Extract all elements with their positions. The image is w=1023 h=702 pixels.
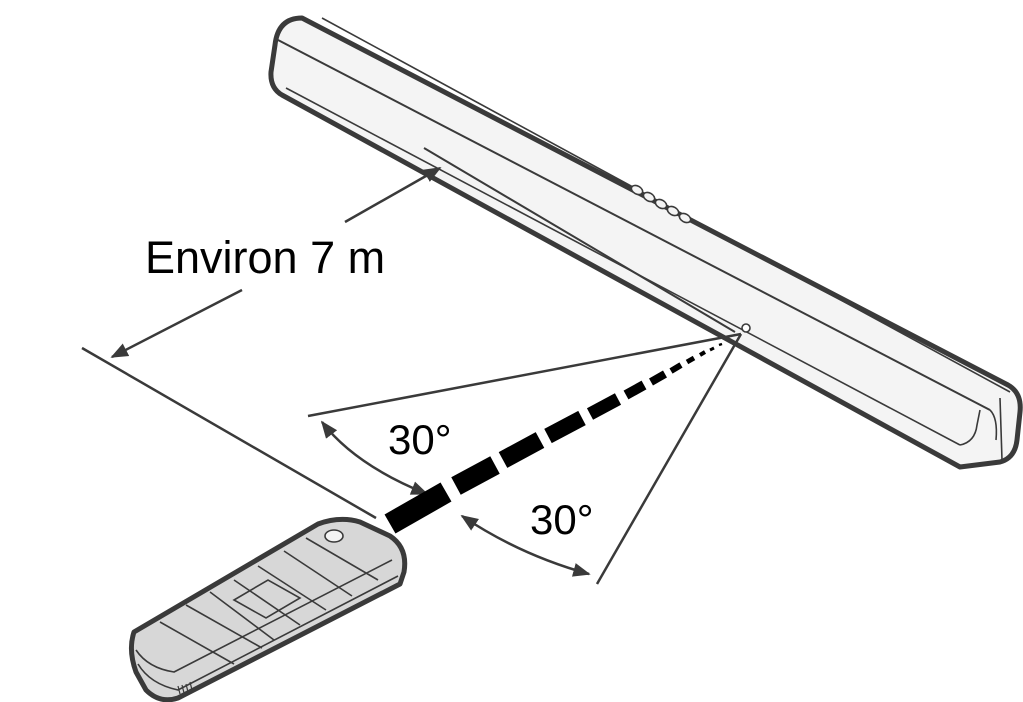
coverage-lines	[307, 332, 743, 585]
indicator-lights	[630, 184, 692, 224]
coverage-lower-boundary	[595, 333, 743, 585]
coverage-upper-boundary	[307, 332, 742, 418]
remote-grip-ridges	[177, 681, 193, 695]
ir-beam	[384, 342, 723, 534]
angle-label-upper: 30°	[388, 416, 452, 463]
remote-control	[128, 516, 408, 702]
distance-dimension	[81, 166, 442, 520]
distance-label: Environ 7 m	[145, 232, 385, 283]
distance-arrow-upper	[344, 166, 442, 224]
remote-power-button	[324, 529, 344, 543]
angle-label-lower: 30°	[530, 496, 594, 543]
distance-arrow-lower	[110, 288, 243, 359]
ir-sensor-icon	[741, 323, 751, 333]
soundbar	[268, 15, 1023, 470]
angle-arc-lower	[460, 514, 591, 577]
angle-arc-upper	[320, 420, 429, 496]
